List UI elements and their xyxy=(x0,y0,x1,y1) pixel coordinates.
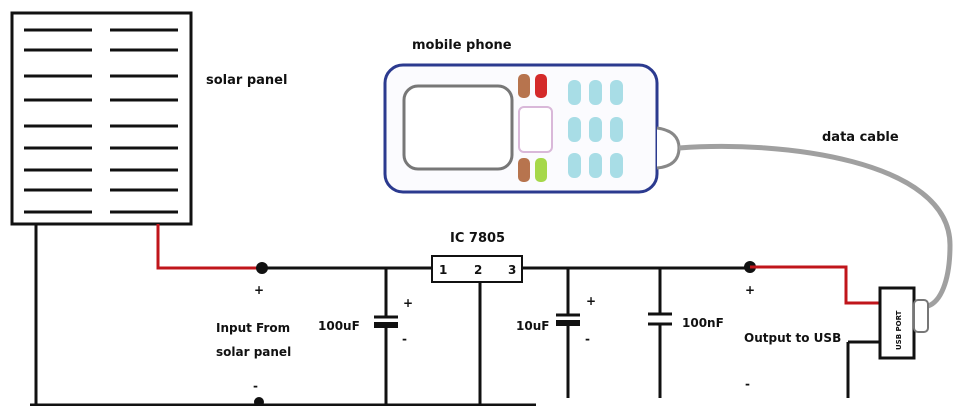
phone-key-brown-top xyxy=(518,74,530,98)
phone-key-red xyxy=(535,74,547,98)
cap1-minus: - xyxy=(402,332,407,346)
mobile-phone xyxy=(383,63,681,194)
ic-pin-2: 2 xyxy=(474,263,482,277)
ic-pin-1: 1 xyxy=(439,263,447,277)
usb-port-label: USB PORT xyxy=(895,310,903,350)
usb-port: USB PORT xyxy=(878,286,929,360)
panel-positive-lead xyxy=(156,224,262,270)
mobile-phone-label: mobile phone xyxy=(412,38,512,53)
cap1-value: 100uF xyxy=(318,319,360,333)
input-minus-sign: - xyxy=(253,379,258,393)
solar-cell-lines xyxy=(24,28,178,214)
capacitor-100nf xyxy=(648,268,672,406)
phone-keypad xyxy=(568,80,623,178)
capacitor-100uf xyxy=(374,268,398,406)
solar-panel xyxy=(10,11,193,226)
input-plus-sign: + xyxy=(254,283,264,297)
output-label: Output to USB xyxy=(744,331,841,345)
input-label-line2: solar panel xyxy=(216,345,291,359)
phone-connector xyxy=(656,126,681,170)
phone-screen xyxy=(402,84,514,171)
solar-panel-frame xyxy=(10,11,193,226)
bottom-crop xyxy=(536,398,966,406)
output-minus-sign: - xyxy=(745,377,750,391)
usb-positive-lead xyxy=(750,265,880,305)
ic-pin-3: 3 xyxy=(508,263,516,277)
phone-dpad xyxy=(518,106,553,153)
cap2-value: 10uF xyxy=(516,319,549,333)
output-plus-sign: + xyxy=(745,283,755,297)
usb-port-body xyxy=(878,286,916,360)
usb-plug xyxy=(913,299,929,333)
ic-7805 xyxy=(431,255,523,283)
phone-key-green xyxy=(535,158,547,182)
input-label-line1: Input From xyxy=(216,321,290,335)
solar-panel-label: solar panel xyxy=(206,73,287,88)
ic-label: IC 7805 xyxy=(450,231,505,246)
cap3-value: 100nF xyxy=(682,316,724,330)
cap1-plus: + xyxy=(403,296,413,310)
capacitor-10uf xyxy=(556,268,580,406)
data-cable-label: data cable xyxy=(822,130,899,145)
data-cable xyxy=(678,143,953,309)
phone-key-brown-bottom xyxy=(518,158,530,182)
input-negative-terminal xyxy=(254,397,264,406)
cap2-plus: + xyxy=(586,294,596,308)
cap2-minus: - xyxy=(585,332,590,346)
